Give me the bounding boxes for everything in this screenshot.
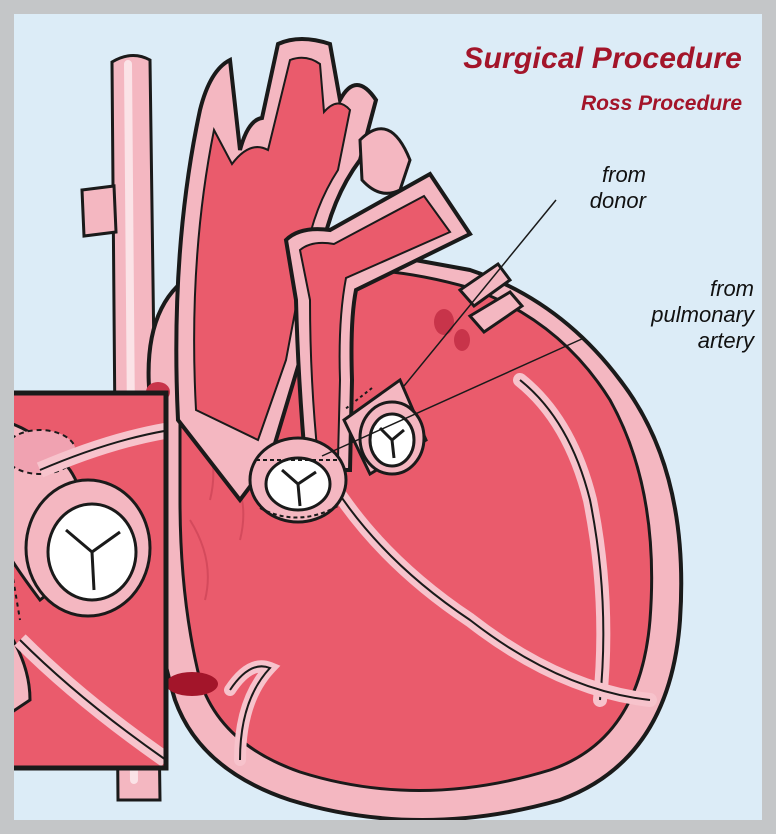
atrium-appendage [360,129,410,194]
label-line: from [566,162,646,188]
label-line: pulmonary [594,302,754,328]
valve-graft-icon [250,438,346,522]
page-subtitle: Ross Procedure [581,92,742,116]
label-line: from [594,276,754,302]
label-from-donor: from donor [566,162,646,214]
label-line: artery [594,328,754,354]
page-title: Surgical Procedure [463,42,742,76]
magnified-inset [0,393,170,768]
label-from-pulmonary-artery: from pulmonary artery [594,276,754,354]
label-line: donor [566,188,646,214]
